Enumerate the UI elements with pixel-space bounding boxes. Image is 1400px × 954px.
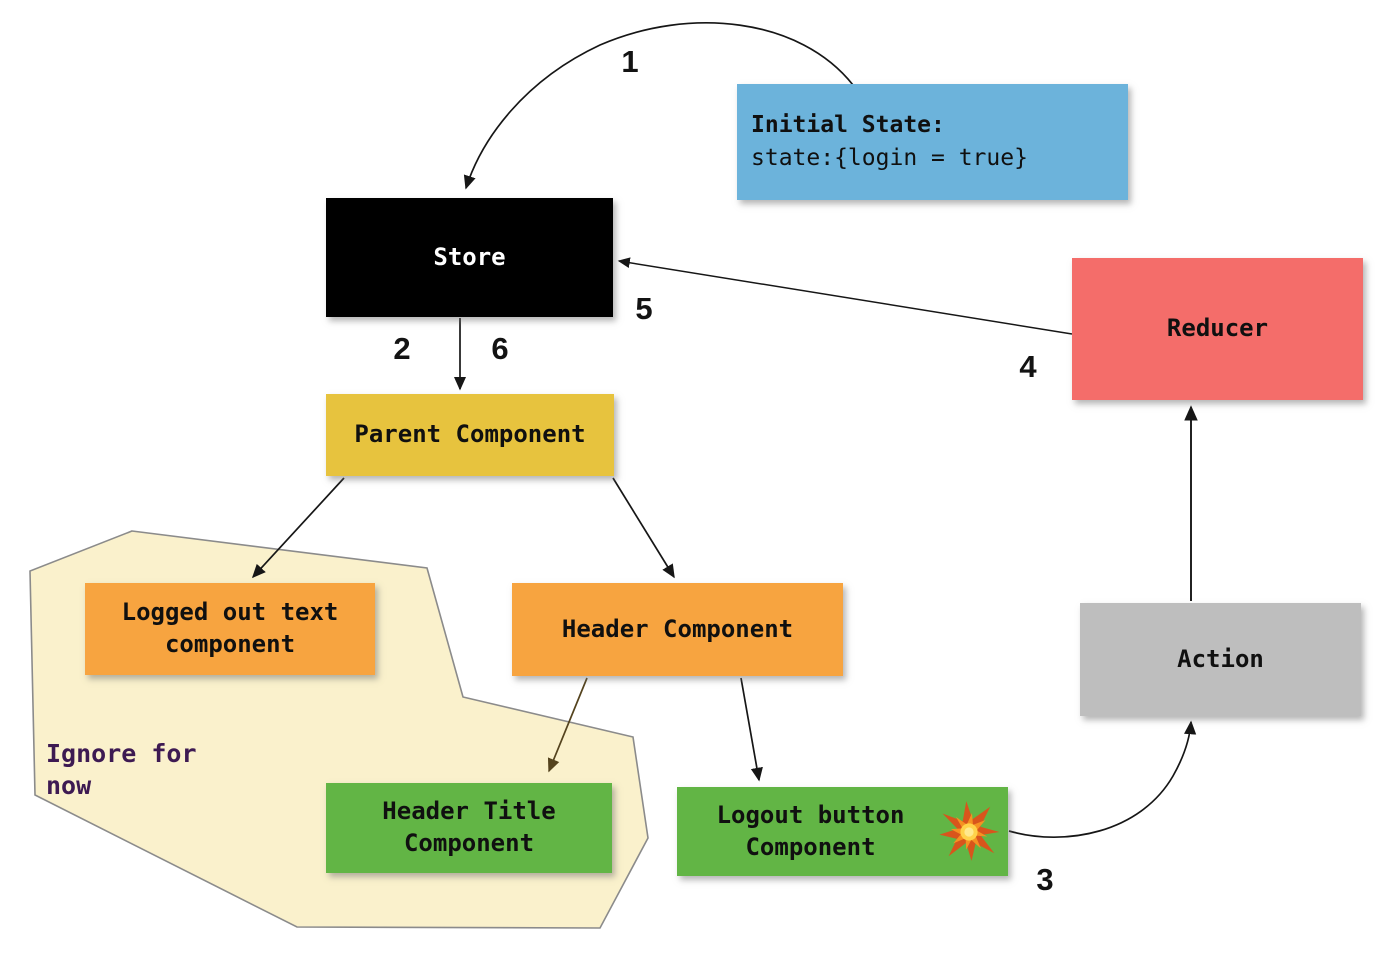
- reducer-label: Reducer: [1166, 314, 1269, 343]
- parent-component-label: Parent Component: [354, 420, 586, 449]
- step-label-4: 4: [1019, 349, 1037, 384]
- arrow-logout-to-action: [1008, 720, 1197, 839]
- store-label: Store: [433, 242, 506, 271]
- node-action: Action: [1080, 603, 1361, 716]
- arrow-parent-to-loggedout: [251, 477, 345, 579]
- step-label-2: 2: [393, 331, 411, 366]
- header-component-label: Header Component: [561, 614, 794, 643]
- step-label-3: 3: [1036, 862, 1054, 897]
- initial-state-code: state:{login = true}: [751, 145, 1028, 171]
- step-label-5: 5: [635, 291, 653, 326]
- explosion-icon: [939, 800, 1000, 861]
- header-title-label: Header Title Component: [382, 797, 556, 857]
- node-reducer: Reducer: [1072, 258, 1363, 400]
- node-initial-state: Initial State: state:{login = true}: [737, 84, 1128, 200]
- arrow-header-to-logout: [740, 677, 763, 782]
- logged-out-text-label: Logged out text component: [121, 598, 339, 658]
- arrow-reducer-to-store: [617, 257, 1073, 335]
- node-store: Store: [326, 198, 613, 317]
- ignore-note: Ignore for now: [46, 739, 197, 800]
- step-label-6: 6: [491, 331, 509, 366]
- node-logout-button-component: Logout button Component: [677, 787, 1008, 876]
- node-parent-component: Parent Component: [326, 394, 614, 476]
- node-logged-out-text-component: Logged out text component: [85, 583, 375, 675]
- node-header-title-component: Header Title Component: [326, 783, 612, 873]
- logout-button-label: Logout button Component: [716, 800, 905, 861]
- arrow-parent-to-header: [612, 477, 675, 579]
- arrow-header-to-headertitle: [547, 677, 588, 773]
- initial-state-title: Initial State:: [751, 112, 945, 139]
- step-label-1: 1: [621, 44, 639, 79]
- node-header-component: Header Component: [512, 583, 843, 676]
- arrow-initialstate-to-store: [463, 22, 854, 190]
- action-label: Action: [1177, 644, 1264, 673]
